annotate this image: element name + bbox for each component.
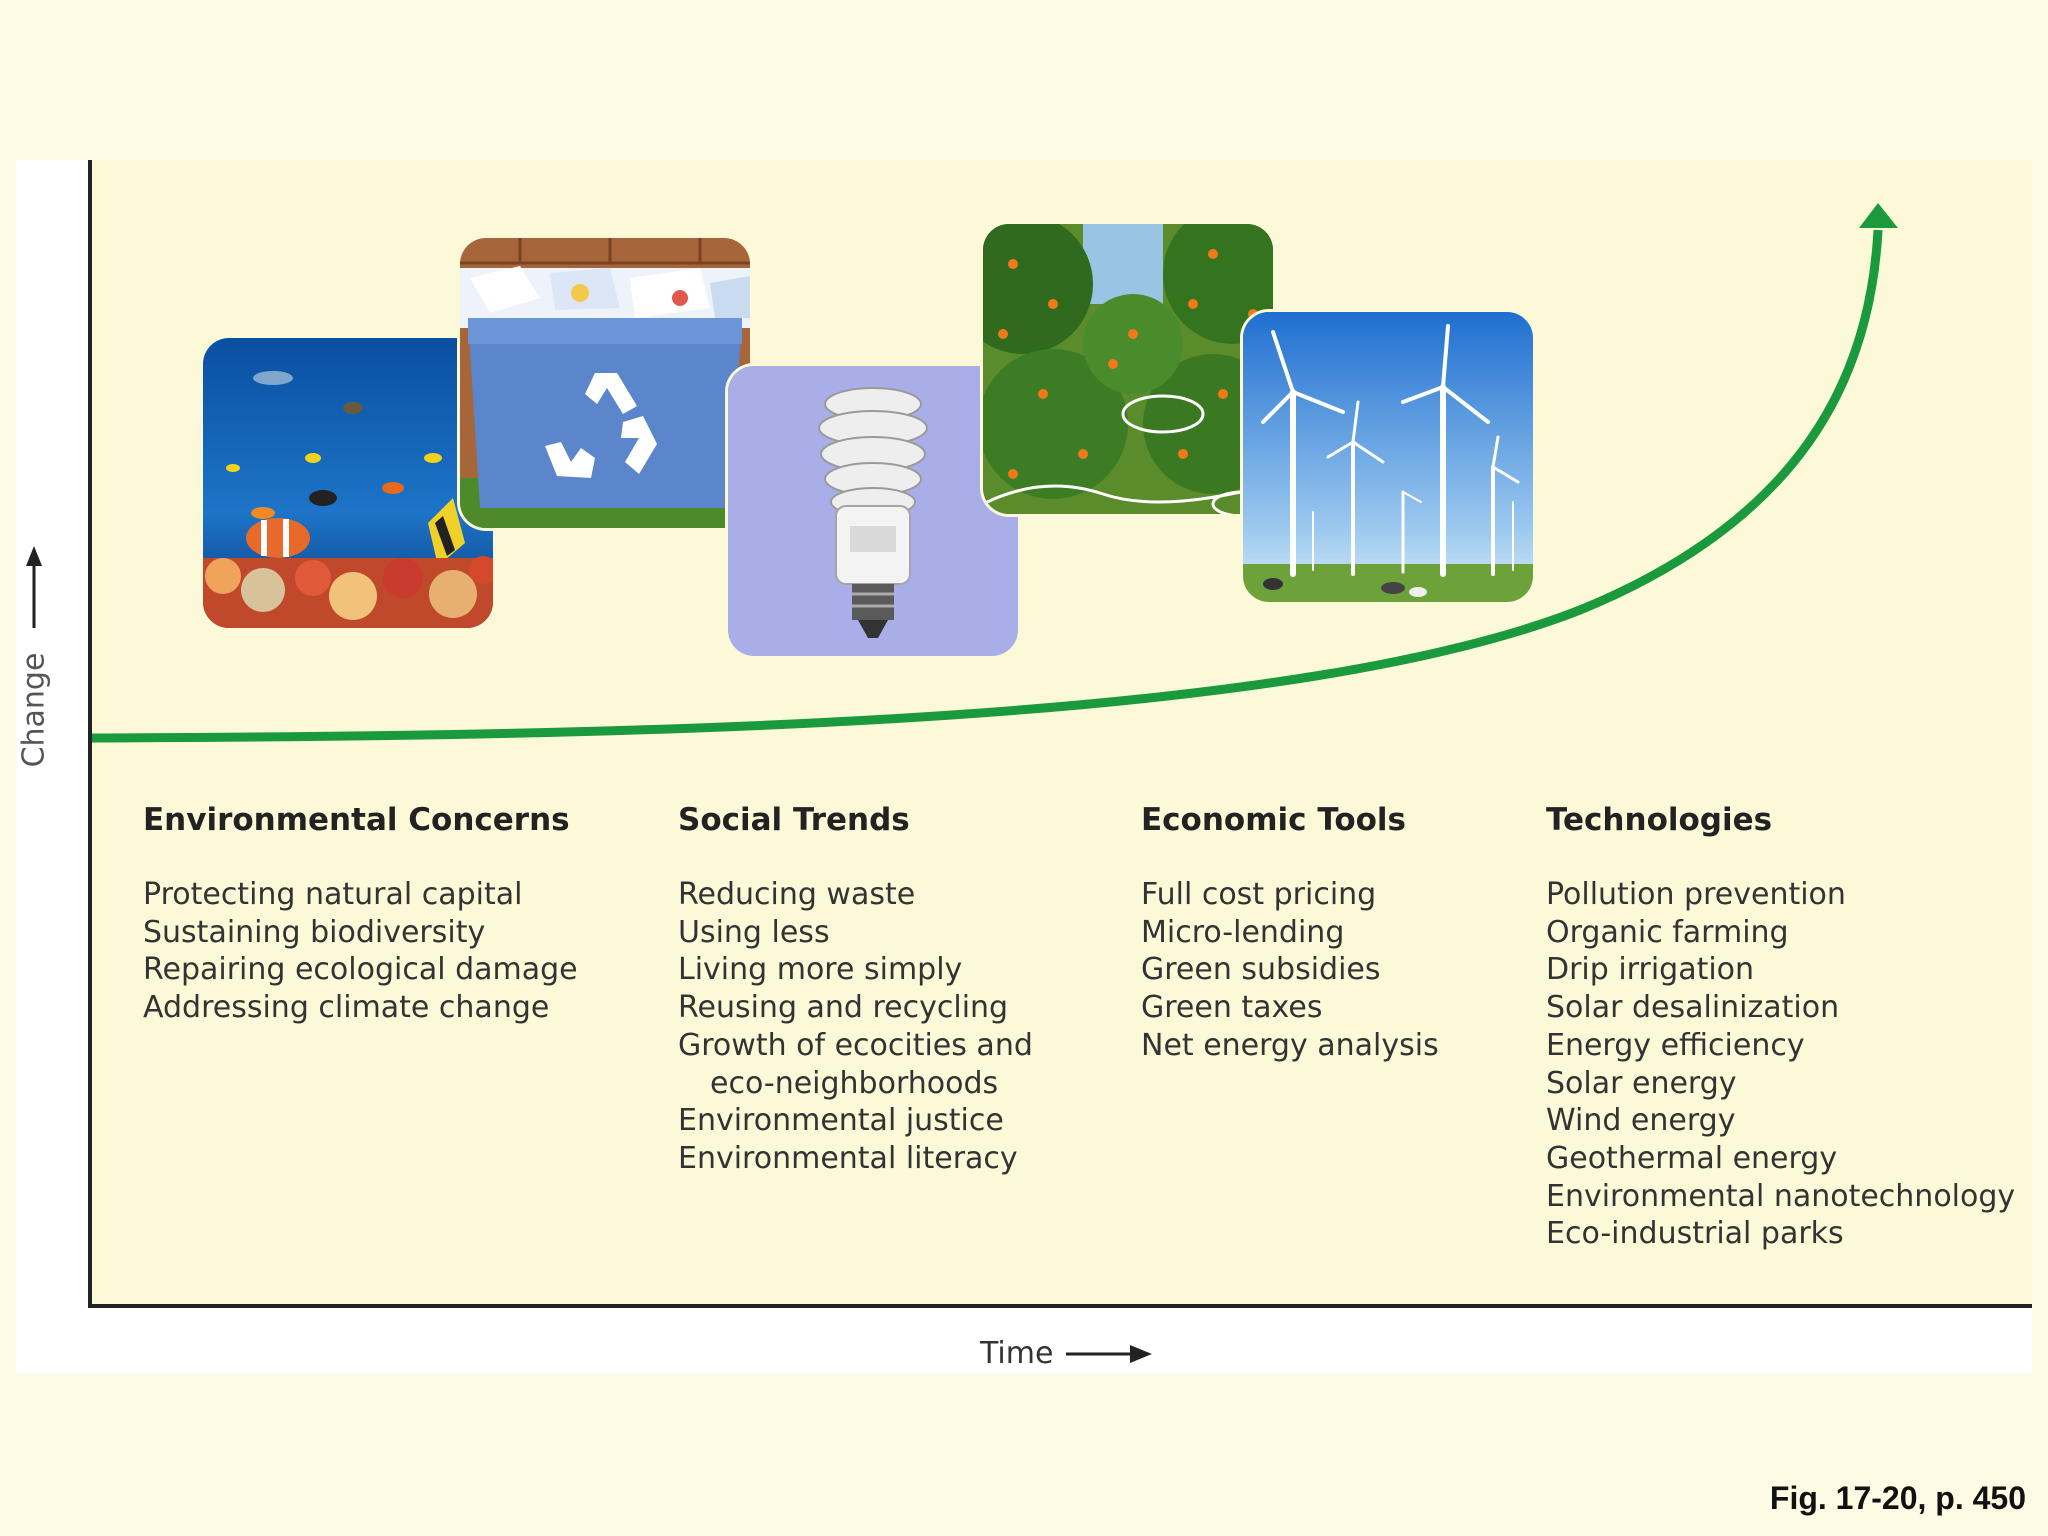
y-axis-label: Change	[16, 652, 52, 768]
y-axis-arrow-icon	[26, 546, 42, 628]
column-economic-tools: Economic Tools Full cost pricing Micro-l…	[1141, 802, 1439, 1065]
list-item: Pollution prevention	[1546, 877, 1846, 912]
list-item: Green subsidies	[1141, 952, 1381, 988]
list-item: Wind energy	[1546, 1103, 1736, 1139]
figure-caption: Fig. 17-20, p. 450	[1769, 1480, 2026, 1516]
list-item: Full cost pricing	[1141, 877, 1377, 912]
column-social-trends: Social Trends Reducing waste Using less …	[678, 802, 1033, 1178]
recycling-bin-photo	[460, 238, 750, 528]
list-item: Addressing climate change	[143, 990, 550, 1026]
list-item: Environmental justice	[678, 1103, 1004, 1139]
x-axis-arrow-icon	[1066, 1345, 1152, 1363]
list-item: Reusing and recycling	[678, 990, 1009, 1026]
list-item: Micro-lending	[1141, 914, 1345, 950]
column-heading: Environmental Concerns	[143, 802, 570, 838]
list-item: Growth of ecocities and	[678, 1027, 1033, 1063]
list-item: Solar desalinization	[1546, 990, 1840, 1026]
column-items: Protecting natural capital Sustaining bi…	[143, 876, 578, 1027]
list-item: Protecting natural capital	[143, 877, 523, 912]
column-items: Pollution prevention Organic farming Dri…	[1546, 876, 2015, 1253]
growth-curve-arrowhead-icon	[1859, 203, 1898, 228]
list-item: Organic farming	[1546, 914, 1789, 950]
fluorescent-bulb-photo	[728, 366, 1018, 656]
column-heading: Economic Tools	[1141, 802, 1407, 838]
list-item: Green taxes	[1141, 990, 1323, 1026]
list-item: Drip irrigation	[1546, 952, 1755, 988]
column-heading: Social Trends	[678, 802, 910, 838]
column-heading: Technologies	[1546, 802, 1773, 838]
orange-orchard-photo	[983, 224, 1273, 514]
list-item: Environmental literacy	[678, 1140, 1018, 1176]
column-items: Reducing waste Using less Living more si…	[678, 876, 1033, 1178]
list-item: Living more simply	[678, 952, 963, 988]
column-technologies: Technologies Pollution prevention Organi…	[1546, 802, 2015, 1253]
list-item: Environmental nanotechnology	[1546, 1178, 2016, 1214]
coral-reef-photo	[203, 338, 493, 628]
x-axis-label: Time	[980, 1336, 1054, 1371]
list-item: Geothermal energy	[1546, 1140, 1838, 1176]
list-item: eco-neighborhoods	[710, 1065, 999, 1101]
column-environmental-concerns: Environmental Concerns Protecting natura…	[143, 802, 578, 1027]
list-item: Reducing waste	[678, 877, 916, 912]
list-item: Using less	[678, 914, 830, 950]
list-item: Sustaining biodiversity	[143, 914, 486, 950]
list-item: Solar energy	[1546, 1065, 1737, 1101]
growth-curve	[91, 229, 1883, 743]
list-item: Repairing ecological damage	[143, 952, 578, 988]
wind-turbines-photo	[1243, 312, 1533, 602]
list-item: Energy efficiency	[1546, 1027, 1805, 1063]
list-item: Net energy analysis	[1141, 1027, 1439, 1063]
column-items: Full cost pricing Micro-lending Green su…	[1141, 876, 1439, 1065]
list-item: Eco-industrial parks	[1546, 1216, 1844, 1252]
